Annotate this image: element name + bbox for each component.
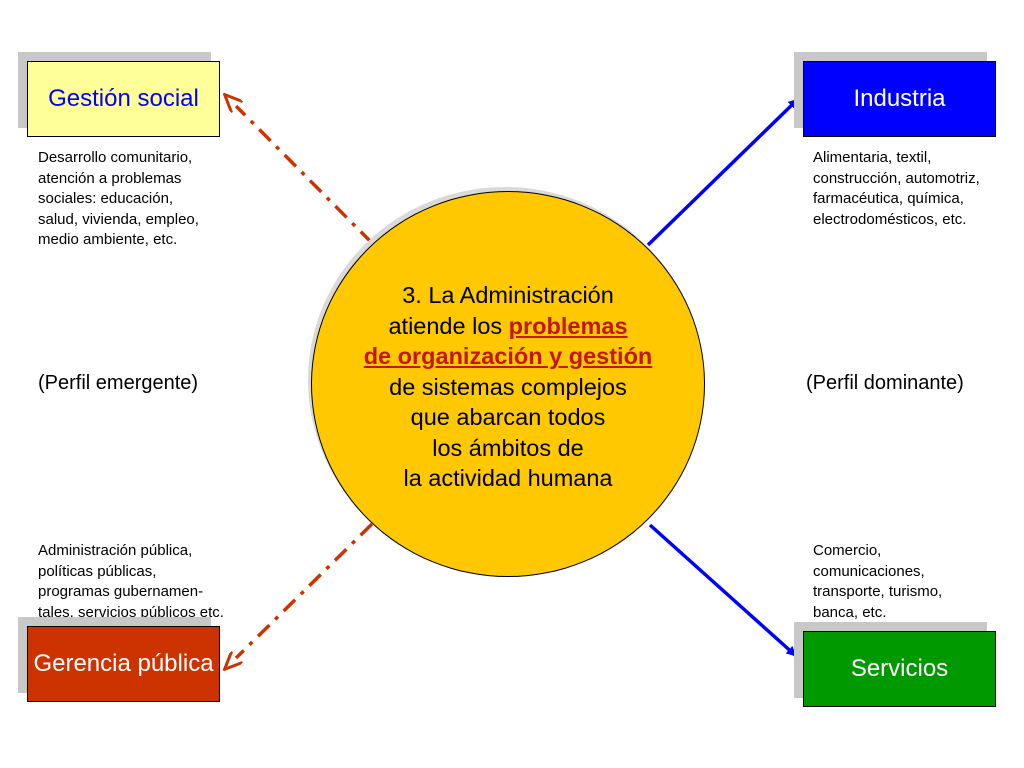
servicios-box: Servicios bbox=[794, 622, 996, 707]
center-line-7: la actividad humana bbox=[403, 465, 613, 491]
perfil-dominante: (Perfil dominante) bbox=[806, 372, 964, 394]
central-circle bbox=[311, 191, 705, 577]
arrow-to-gerencia-publica bbox=[236, 522, 374, 658]
gerencia-publica-box: Gerencia pública bbox=[18, 617, 220, 702]
center-line-2: atiende los problemas bbox=[311, 311, 705, 342]
gerencia-publica-label: Gerencia pública bbox=[27, 626, 220, 702]
gestion-social-description: Desarrollo comunitario, atención a probl… bbox=[38, 149, 199, 248]
center-line-6: los ámbitos de bbox=[432, 434, 584, 461]
arrow-to-gestion-social bbox=[236, 106, 374, 245]
perfil-emergente: (Perfil emergente) bbox=[38, 372, 199, 394]
industria-label: Industria bbox=[803, 61, 996, 137]
gerencia-publica-description: Administración pública, políticas públic… bbox=[38, 542, 224, 621]
center-highlight-organizacion: de organización y gestión bbox=[363, 343, 653, 369]
industria-box: Industria bbox=[794, 52, 996, 137]
center-line-1: 3. La Administración bbox=[402, 282, 614, 308]
center-line-5: que abarcan todos bbox=[410, 404, 606, 430]
servicios-label: Servicios bbox=[803, 631, 996, 707]
center-highlight-problemas: problemas bbox=[508, 312, 628, 339]
arrow-to-industria bbox=[646, 98, 799, 247]
center-line-4: de sistemas complejos bbox=[389, 373, 627, 400]
arrow-to-servicios bbox=[648, 523, 797, 657]
center-line-2-plain: atiende los bbox=[388, 312, 509, 339]
servicios-description: Comercio, comunicaciones, transporte, tu… bbox=[813, 542, 943, 621]
industria-description: Alimentaria, textil, construcción, autom… bbox=[813, 149, 980, 228]
gestion-social-label: Gestión social bbox=[27, 61, 220, 137]
central-text: 3. La Administración atiende los problem… bbox=[311, 280, 705, 494]
gestion-social-box: Gestión social bbox=[18, 52, 220, 137]
